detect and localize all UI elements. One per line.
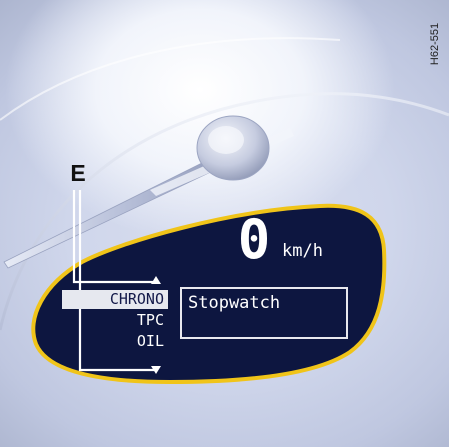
menu-item-oil[interactable]: OIL [136, 332, 164, 350]
callout-line-upper [72, 190, 156, 284]
needle-hub-glare [208, 126, 244, 154]
function-panel: Stopwatch [180, 287, 348, 339]
triangle-up-icon [151, 276, 161, 284]
menu-item-tpc[interactable]: TPC [136, 311, 164, 329]
callout-label: E [70, 160, 86, 186]
figure-reference-code: H62-551 [426, 14, 444, 74]
speed-value: 0 [237, 208, 271, 271]
dial-highlight [0, 37, 341, 121]
dial-rim [0, 92, 449, 331]
figure-reference-code-text: H62-551 [429, 22, 442, 66]
menu-item-chrono[interactable]: CHRONO [62, 290, 168, 309]
triangle-down-icon [151, 366, 161, 374]
function-panel-label: Stopwatch [188, 293, 281, 313]
speed-unit: km/h [282, 241, 323, 261]
callout-line-lower [78, 190, 156, 372]
